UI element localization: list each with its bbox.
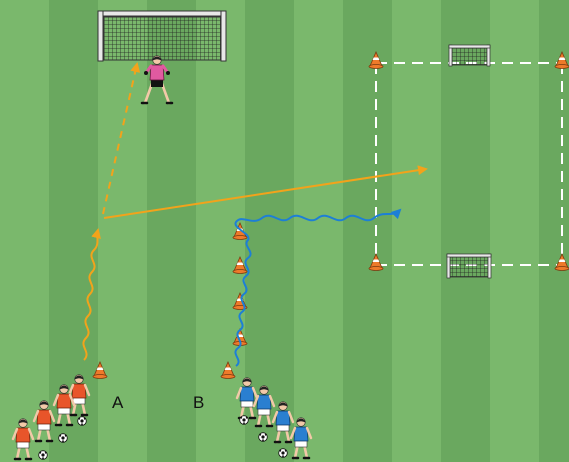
ball-icon bbox=[59, 434, 68, 443]
ball-icon bbox=[279, 449, 288, 458]
ball-icon bbox=[39, 451, 48, 460]
group-label-b: B bbox=[193, 394, 204, 411]
ball-icon bbox=[240, 416, 249, 425]
large-goal-icon bbox=[98, 11, 226, 61]
mini-goal-icon bbox=[449, 45, 490, 66]
group-label-a: A bbox=[112, 394, 123, 411]
ball-icon bbox=[259, 433, 268, 442]
ball-icon bbox=[78, 417, 87, 426]
mini-goal-icon bbox=[447, 254, 491, 278]
